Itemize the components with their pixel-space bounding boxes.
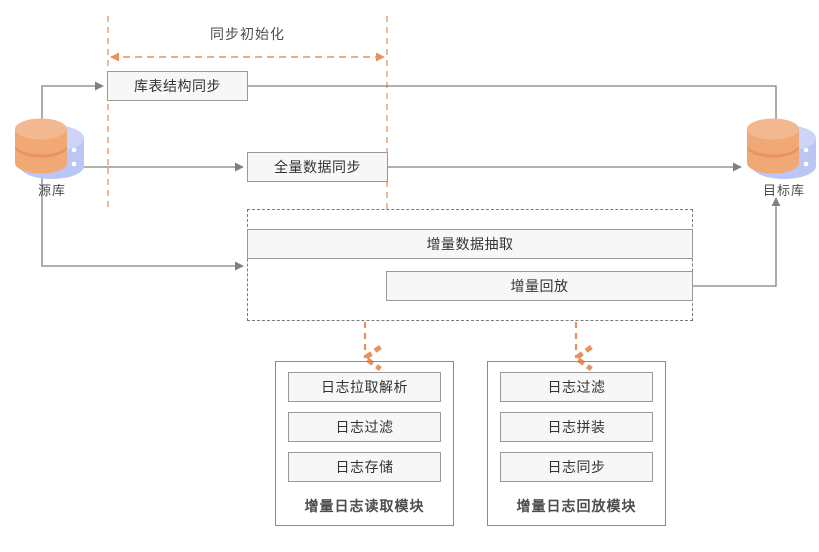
pipeline-box-full-data-sync[interactable]: 全量数据同步 [247,152,388,182]
module-frame-log-read [275,361,454,526]
module-title-log-read: 增量日志读取模块 [304,498,425,514]
module-step-log-sync[interactable]: 日志同步 [500,452,653,482]
module-frame-log-replay [487,361,666,526]
edge-schema-to-target [247,85,781,131]
target-db-label: 目标库 [762,183,805,198]
phase-title: 同步初始化 [210,26,285,42]
module-step-log-filter-left[interactable]: 日志过滤 [288,412,441,442]
incremental-group-frame [247,209,693,321]
module-title-log-replay: 增量日志回放模块 [516,498,637,514]
module-step-log-filter-right[interactable]: 日志过滤 [500,372,653,402]
pipeline-box-incremental-replay[interactable]: 增量回放 [386,271,693,301]
module-step-log-storage[interactable]: 日志存储 [288,452,441,482]
source-db-label: 源库 [37,183,66,198]
source-database-icon [15,118,84,179]
edge-source-to-increment [41,167,244,271]
target-database-icon [747,118,816,179]
edge-replay-to-target [693,197,781,287]
pipeline-box-incremental-extract[interactable]: 增量数据抽取 [247,229,693,259]
module-step-log-assemble[interactable]: 日志拼装 [500,412,653,442]
module-step-log-pull-parse[interactable]: 日志拉取解析 [288,372,441,402]
pipeline-box-schema-sync[interactable]: 库表结构同步 [107,71,248,101]
